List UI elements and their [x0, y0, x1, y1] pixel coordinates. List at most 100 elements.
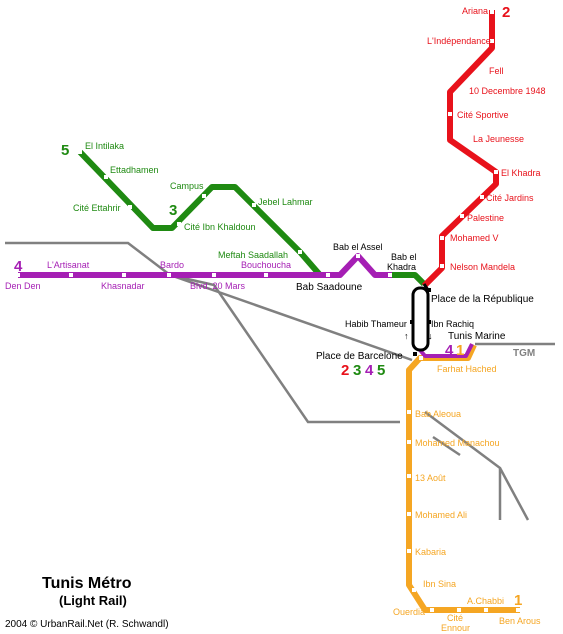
label-campus: Campus [170, 181, 204, 191]
stop-ariana [490, 10, 494, 14]
subtitle: (Light Rail) [59, 593, 127, 608]
label-bardo: Bardo [160, 260, 184, 270]
rail-west-upper [5, 241, 400, 424]
label-cite-ibn-khaldoun: Cité Ibn Khaldoun [184, 222, 256, 232]
stop-fell [484, 64, 488, 68]
central-station-markers [410, 288, 431, 356]
label-mohamed-v: Mohamed V [450, 233, 499, 243]
stop-kabaria [407, 549, 411, 553]
line-number-4: 4 [14, 258, 23, 275]
label-cite-jardins: Cité Jardins [486, 193, 534, 203]
label-el-khadra: El Khadra [501, 168, 541, 178]
central-trunk [411, 283, 430, 352]
stop-khasnadar [122, 273, 126, 277]
stop-bab-aleoua [407, 410, 411, 414]
stop-mohamed-v [440, 236, 444, 240]
label-cite-sportive: Cité Sportive [457, 110, 509, 120]
stop-13-aout [407, 474, 411, 478]
line-2-labels: Ariana L'Indépendance Fell 10 Decembre 1… [427, 6, 546, 272]
stop-ibn-sina [412, 588, 416, 592]
label-tgm: TGM [513, 348, 535, 359]
label-blvd-20-mars: Blvd. 20 Mars [190, 281, 246, 291]
line-number-1: 1 [514, 592, 522, 609]
stop-bab-el-assel [356, 254, 360, 258]
label-bouchoucha: Bouchoucha [241, 260, 291, 270]
title: Tunis Métro [42, 575, 132, 592]
label-lartisanat: L'Artisanat [47, 260, 90, 270]
label-bab-aleoua: Bab Aleoua [415, 409, 461, 419]
stop-cite-ennour [457, 608, 461, 612]
stop-campus [202, 194, 206, 198]
line-1 [406, 343, 520, 613]
label-ben-arous: Ben Arous [499, 616, 541, 626]
line-1-track [406, 343, 520, 613]
stop-cite-ettahrir [128, 205, 132, 209]
stop-bab-saadoune [326, 273, 330, 277]
center-number-4: 4 [365, 362, 374, 379]
label-13-aout: 13 Août [415, 473, 446, 483]
stop-place-barcelone [413, 352, 417, 356]
stop-achabbi [484, 608, 488, 612]
line-3-5-labels: El Intilaka Ettadhamen Cité Ettahrir Cam… [73, 141, 313, 260]
tm-number-4: 4 [445, 342, 454, 359]
label-mohamed-manachou: Mohamed Manachou [415, 438, 500, 448]
stop-blvd-20-mars [212, 273, 216, 277]
stop-bardo [167, 273, 171, 277]
stop-meftah-saadallah [298, 250, 302, 254]
stop-jeunesse [464, 138, 468, 142]
line-1-labels: Farhat Hached Bab Aleoua Mohamed Manacho… [393, 364, 541, 633]
stop-ibn-rachiq [427, 320, 431, 324]
stop-jebel-lahmar [252, 203, 256, 207]
label-cite: Cité [447, 613, 463, 623]
stop-el-khadra [494, 170, 498, 174]
label-khadra: Khadra [387, 262, 416, 272]
label-ibn-rachiq: Ibn Rachiq [431, 319, 474, 329]
rail-south-stub [432, 435, 461, 457]
line-numbers: 2 5 3 4 1 2 3 4 5 4 1 [14, 4, 522, 609]
line-number-5: 5 [61, 142, 69, 159]
line-2-track [421, 10, 499, 289]
railway-lines [5, 241, 555, 521]
map-title: Tunis Métro (Light Rail) 2004 © UrbanRai… [5, 575, 169, 630]
trunk-loop [411, 286, 430, 352]
label-palestine: Palestine [467, 213, 504, 223]
arrow-up: ↑ [404, 331, 409, 341]
label-ariana: Ariana [462, 6, 488, 16]
stop-habib-thameur [410, 320, 414, 324]
stop-mohamed-manachou [407, 440, 411, 444]
center-number-2: 2 [341, 362, 349, 379]
label-kabaria: Kabaria [415, 547, 446, 557]
line-number-3: 3 [169, 202, 177, 219]
stop-bab-el-khadra [388, 273, 392, 277]
line-number-2: 2 [502, 4, 510, 21]
line-2 [421, 10, 499, 289]
stop-cite-sportive [448, 112, 452, 116]
label-cite-ettahrir: Cité Ettahrir [73, 203, 121, 213]
stop-mohamed-ali [407, 512, 411, 516]
label-meftah-saadallah: Meftah Saadallah [218, 250, 288, 260]
arrow-down: ↓ [428, 331, 433, 341]
label-jeunesse: La Jeunesse [473, 134, 524, 144]
tm-number-1: 1 [456, 342, 464, 359]
center-number-3: 3 [353, 362, 361, 379]
stop-el-intilaka [78, 150, 82, 154]
stop-cite-ibn-khaldoun [177, 222, 181, 226]
label-habib-thameur: Habib Thameur [345, 319, 407, 329]
label-independance: L'Indépendance [427, 36, 491, 46]
label-jebel-lahmar: Jebel Lahmar [258, 197, 313, 207]
stop-place-republique [427, 288, 431, 292]
line-4-south [418, 343, 474, 358]
label-ettadhamen: Ettadhamen [110, 165, 159, 175]
label-place-barcelone: Place de Barcelone [316, 351, 403, 362]
stop-ettadhamen [104, 175, 108, 179]
line-4-labels: Den Den L'Artisanat Khasnadar Bardo Blvd… [5, 260, 291, 291]
center-number-5: 5 [377, 362, 385, 379]
label-ibn-sina: Ibn Sina [423, 579, 456, 589]
label-den-den: Den Den [5, 281, 41, 291]
label-place-republique: Place de la République [431, 294, 534, 305]
label-bab-el-assel: Bab el Assel [333, 242, 383, 252]
label-farhat-hached: Farhat Hached [437, 364, 497, 374]
stop-ben-arous [516, 608, 520, 612]
